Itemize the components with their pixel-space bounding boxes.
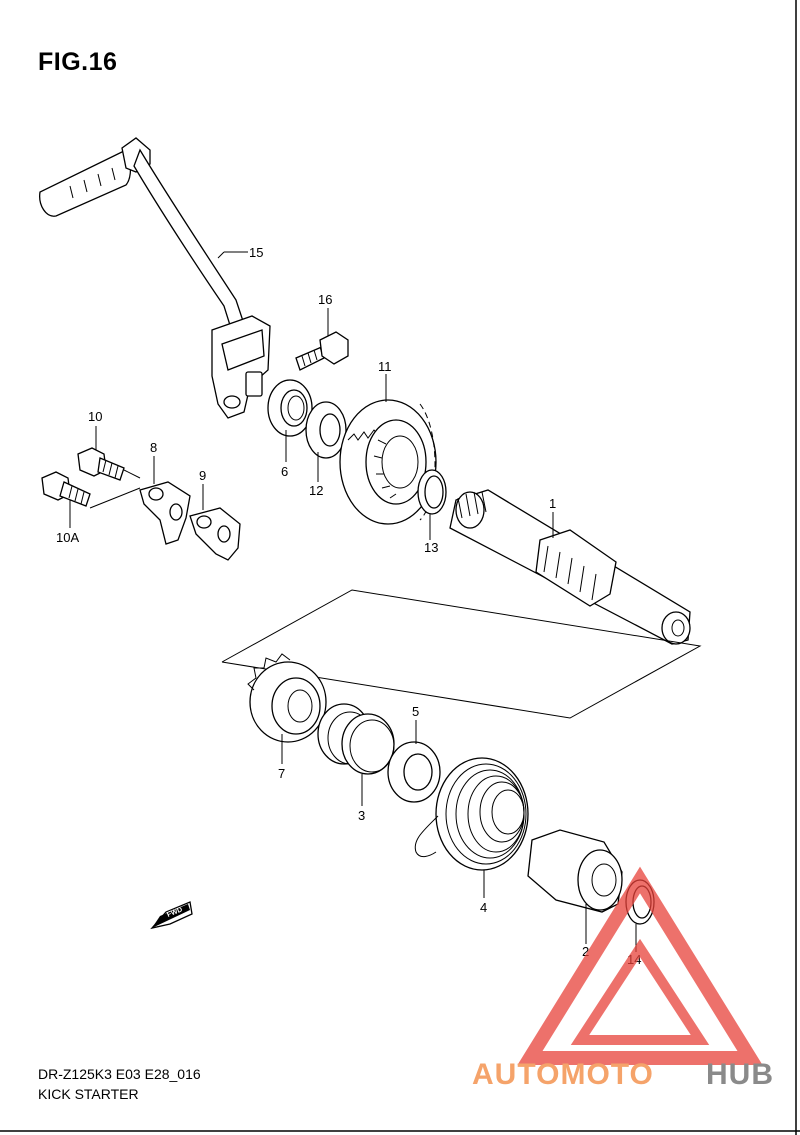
fwd-arrow-icon: FWD bbox=[150, 901, 193, 930]
callout-11: 11 bbox=[378, 359, 392, 374]
callout-9: 9 bbox=[199, 468, 206, 483]
watermark-text-b: HUB bbox=[706, 1058, 774, 1091]
watermark-logo bbox=[517, 866, 763, 1065]
return-spring-4 bbox=[414, 757, 529, 871]
bolt-10a bbox=[41, 471, 91, 507]
kick-lever bbox=[39, 137, 271, 419]
callout-12: 12 bbox=[309, 483, 323, 498]
assembly-boundary bbox=[221, 589, 702, 719]
callout-10: 10 bbox=[88, 409, 102, 424]
callout-10a: 10A bbox=[56, 530, 79, 545]
stopper-plate-9 bbox=[189, 507, 241, 561]
washer-5 bbox=[387, 741, 441, 803]
leader-lines bbox=[69, 251, 637, 952]
callout-7: 7 bbox=[278, 766, 285, 781]
callout-2: 2 bbox=[582, 944, 589, 959]
section-name: KICK STARTER bbox=[38, 1086, 139, 1102]
watermark-text: AUTOMOTO HUB bbox=[472, 1058, 774, 1091]
ratchet-7 bbox=[247, 653, 327, 743]
bolt-16 bbox=[295, 331, 349, 371]
watermark-text-a: AUTOMOTO bbox=[472, 1058, 654, 1091]
spacer-2 bbox=[527, 829, 623, 913]
figure-title: FIG.16 bbox=[38, 48, 118, 76]
model-code: DR-Z125K3 E03 E28_016 bbox=[38, 1066, 201, 1082]
callout-15: 15 bbox=[249, 245, 263, 260]
callout-16: 16 bbox=[318, 292, 332, 307]
kick-shaft-1 bbox=[449, 489, 691, 645]
callout-8: 8 bbox=[150, 440, 157, 455]
callout-6: 6 bbox=[281, 464, 288, 479]
callout-13: 13 bbox=[424, 540, 438, 555]
callout-4: 4 bbox=[480, 900, 487, 915]
washer-12 bbox=[305, 401, 347, 459]
kick-drive-gear-11 bbox=[339, 399, 437, 525]
bolt-10 bbox=[77, 447, 125, 481]
callout-5: 5 bbox=[412, 704, 419, 719]
callout-3: 3 bbox=[358, 808, 365, 823]
circlip-13 bbox=[417, 469, 447, 515]
oil-seal-6 bbox=[267, 379, 313, 437]
spring-3 bbox=[317, 703, 395, 775]
stopper-plate-8 bbox=[139, 481, 191, 545]
callout-1: 1 bbox=[549, 496, 556, 511]
